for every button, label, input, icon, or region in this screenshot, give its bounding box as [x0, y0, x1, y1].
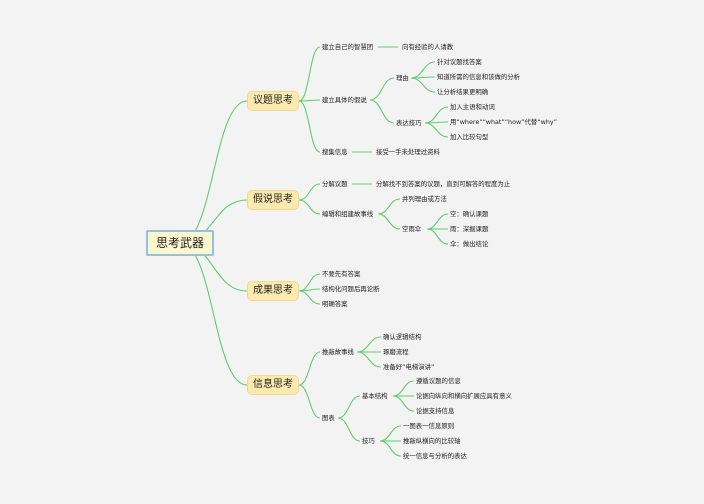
sub-link — [337, 417, 361, 442]
node-refine-storyline[interactable]: 推敲故事线 — [322, 348, 354, 356]
branch-link — [298, 46, 321, 102]
node-polish-flow[interactable]: 琢磨流程 — [383, 348, 409, 356]
node-decompose-issue[interactable]: 分解议题 — [322, 180, 348, 188]
node-comparison[interactable]: 加入比较句型 — [450, 133, 489, 141]
branch-link — [298, 183, 321, 201]
node-where-what-how[interactable]: 用“where”“what”“how”代替“why” — [450, 118, 558, 126]
leaf-link — [424, 106, 449, 124]
node-find-answer[interactable]: 针对议题找答案 — [437, 58, 482, 66]
root-node[interactable]: 思考武器 — [146, 230, 214, 256]
node-storyline[interactable]: 编辑和组建故事线 — [322, 210, 374, 218]
node-sky-rain-umbrella[interactable]: 空雨伞 — [402, 225, 422, 233]
node-know-info[interactable]: 知道所需的信息和该做的分析 — [437, 73, 521, 81]
leaf-link — [356, 336, 382, 353]
node-umbrella[interactable]: 伞：做出结论 — [450, 240, 489, 248]
node-parallel-reasons[interactable]: 并列理由或方法 — [402, 195, 447, 203]
branch-link — [298, 384, 321, 419]
sub-link — [377, 198, 401, 215]
node-build-hypothesis[interactable]: 建立具体的假说 — [322, 96, 367, 104]
node-elevator-pitch[interactable]: 准备好“电梯演讲” — [383, 363, 435, 371]
branch-link — [298, 199, 321, 215]
node-raw-data[interactable]: 接受一手未处理过资料 — [376, 148, 440, 156]
node-sky[interactable]: 空：确认课题 — [450, 210, 489, 218]
root-link — [179, 242, 248, 386]
node-structure-problem[interactable]: 结构化问题后再论断 — [322, 285, 380, 293]
branch-link — [298, 273, 321, 292]
node-basic-structure[interactable]: 基本结构 — [362, 392, 388, 400]
leaf-link — [379, 440, 402, 457]
node-evidence-meaning[interactable]: 论据向纵向和横向扩展应具有意义 — [416, 392, 512, 400]
node-build-wisdom-team[interactable]: 建立自己的智慧团 — [322, 43, 374, 51]
node-clear-answer[interactable]: 明确答案 — [322, 300, 348, 308]
sub-link — [369, 99, 395, 124]
node-rain[interactable]: 雨：深掘课题 — [450, 225, 489, 233]
node-follow-issue[interactable]: 遵循议题的信息 — [416, 377, 461, 385]
node-add-subject-verb[interactable]: 加入主语和动词 — [450, 103, 495, 111]
leaf-link — [392, 380, 415, 397]
branch-link — [298, 99, 321, 102]
node-one-chart-one-message[interactable]: 一图表一信息原则 — [403, 422, 455, 430]
node-technique[interactable]: 技巧 — [362, 437, 375, 445]
node-chart[interactable]: 图表 — [322, 414, 335, 422]
node-collect-info[interactable]: 搜集信息 — [322, 148, 348, 156]
node-ask-experienced[interactable]: 向有经验的人请教 — [402, 43, 454, 51]
sub-link — [369, 77, 395, 101]
branch-link — [298, 290, 321, 305]
node-check-logic[interactable]: 确认逻辑结构 — [383, 333, 422, 341]
branch-node-hypothesis-thinking[interactable]: 假说思考 — [247, 190, 299, 210]
branch-link — [298, 351, 321, 386]
node-clear-result[interactable]: 让分析结果更明确 — [437, 88, 489, 96]
leaf-link — [356, 351, 382, 368]
node-comparison-axis[interactable]: 推敲纵横向的比较轴 — [403, 437, 461, 445]
leaf-link — [410, 77, 436, 93]
leaf-link — [392, 395, 415, 412]
node-decompose-detail[interactable]: 分解找不到答案的议题，直到可解答的程度为止 — [376, 180, 511, 188]
sub-link — [337, 395, 361, 419]
leaf-link — [410, 61, 436, 79]
node-unify-expression[interactable]: 统一信息与分析的表达 — [403, 452, 467, 460]
node-no-preset-answer[interactable]: 不要先有答案 — [322, 270, 361, 278]
branch-node-result-thinking[interactable]: 成果思考 — [247, 281, 299, 301]
node-evidence-support[interactable]: 论据支持信息 — [416, 407, 455, 415]
leaf-link — [424, 122, 449, 138]
sub-link — [377, 213, 401, 230]
branch-node-message-thinking[interactable]: 信息思考 — [247, 375, 299, 395]
branch-node-issue-thinking[interactable]: 议题思考 — [247, 91, 299, 111]
node-reason[interactable]: 理由 — [396, 74, 409, 82]
branch-link — [298, 100, 321, 153]
leaf-link — [379, 425, 402, 442]
leaf-link — [426, 228, 449, 245]
leaf-link — [426, 213, 449, 230]
node-expression-skill[interactable]: 表达技巧 — [396, 119, 422, 127]
